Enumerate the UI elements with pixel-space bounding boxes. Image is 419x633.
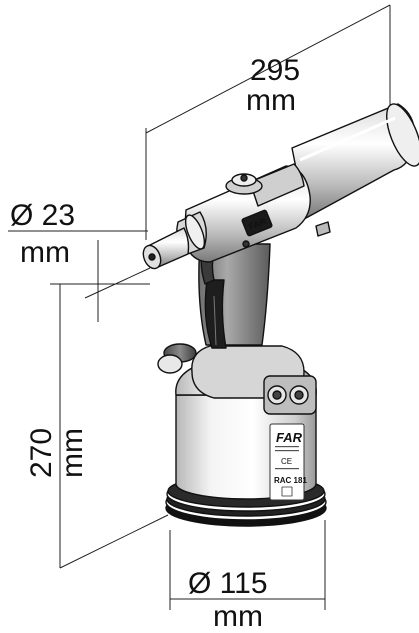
label-plate-model: RAC 181 [274, 476, 307, 485]
rivet-tool: FAR CE RAC 181 [142, 103, 419, 527]
dimension-lines [8, 4, 391, 610]
height-unit: mm [56, 428, 89, 478]
side-nipple [315, 221, 331, 237]
label-plate-text-line [275, 468, 299, 470]
label-plate-brand: FAR [276, 430, 303, 445]
nose-diameter-value: Ø 23 [10, 199, 75, 232]
label-plate-text-line [275, 450, 299, 452]
head-badge [241, 209, 273, 237]
label-plate-ce-mark: CE [281, 457, 292, 466]
base-diameter-unit: mm [213, 600, 263, 628]
nose-diameter-unit: mm [20, 236, 70, 269]
label-plate: FAR CE RAC 181 [269, 423, 307, 501]
nose-diameter-bottom-line [84, 267, 151, 299]
handle-grip-insert [204, 279, 227, 349]
rear-cylinder-end-cap [386, 103, 419, 167]
nose-tip-hole [148, 253, 156, 261]
length-dimension-line [145, 4, 391, 134]
height-value: 270 [25, 428, 58, 478]
label-plate-background [269, 423, 305, 501]
air-port-right-hole [294, 390, 304, 400]
length-value: 295 [250, 54, 300, 87]
barrel-highlight [299, 116, 396, 162]
length-unit: mm [246, 84, 296, 117]
front-collar-ring [184, 214, 206, 250]
side-knob-cap [157, 354, 183, 374]
air-port-left-hole [272, 390, 282, 400]
head-shoulder [249, 163, 305, 207]
base-diameter-value: Ø 115 [188, 567, 268, 600]
top-valve-center [240, 174, 248, 182]
head-screw [242, 240, 250, 248]
label-plate-symbol-icon [281, 486, 293, 497]
label-plate-text-line [275, 446, 299, 448]
height-extension-bottom [59, 514, 169, 569]
grip-rib [213, 295, 217, 346]
